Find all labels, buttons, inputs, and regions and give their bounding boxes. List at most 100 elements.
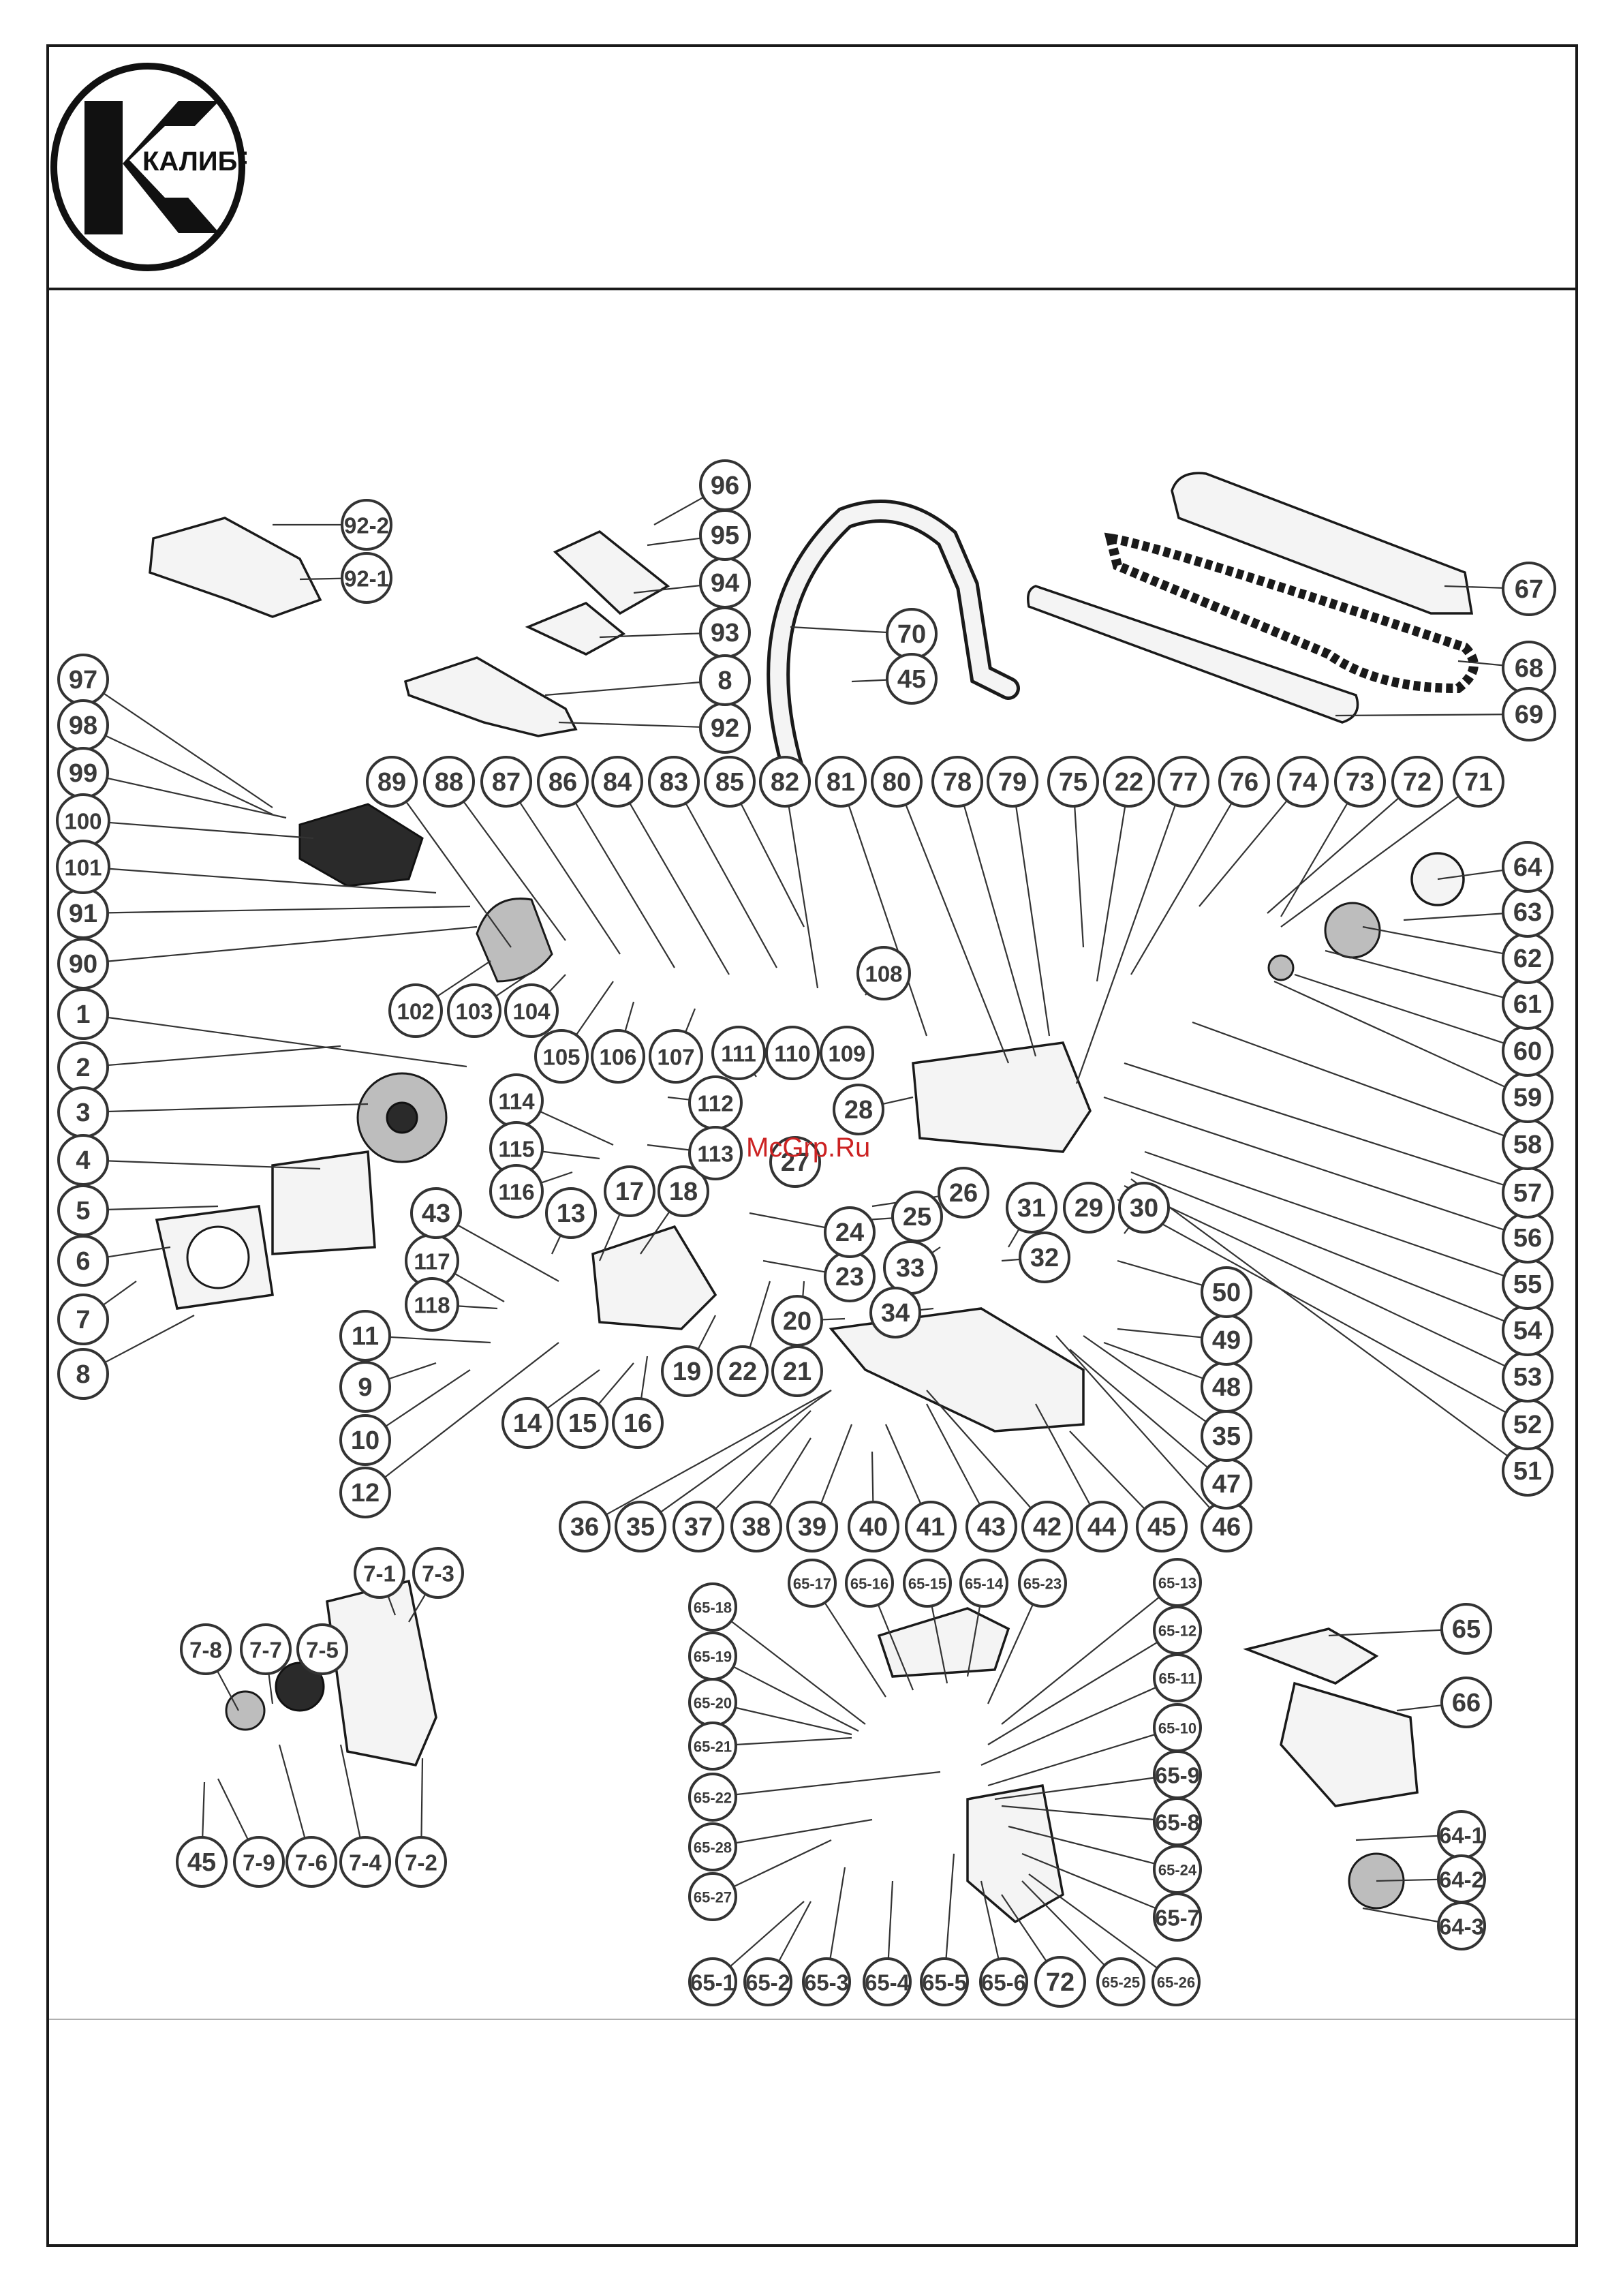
- part-callout-78: 78: [931, 756, 983, 808]
- leader-line-65-11: [980, 1686, 1157, 1766]
- part-callout-65-8: 65-8: [1153, 1797, 1202, 1846]
- leader-line-72: [1267, 797, 1400, 914]
- part-callout-21: 21: [771, 1345, 823, 1397]
- leader-line-43: [926, 1403, 981, 1505]
- part-callout-65-15: 65-15: [903, 1559, 952, 1608]
- leader-line-6: [107, 1246, 171, 1258]
- leader-line-80: [905, 804, 1010, 1064]
- leader-line-78: [963, 805, 1037, 1057]
- leader-line-83: [685, 802, 777, 968]
- part-callout-48: 48: [1201, 1361, 1252, 1413]
- part-callout-73: 73: [1334, 756, 1386, 808]
- leader-line-8: [104, 1315, 195, 1364]
- leader-line-71: [1280, 795, 1459, 928]
- part-number-label: 54: [1513, 1317, 1542, 1345]
- part-number-label: 37: [684, 1513, 713, 1542]
- leader-line-33: [931, 1246, 941, 1254]
- part-number-label: 7-2: [405, 1850, 437, 1876]
- part-number-label: 66: [1452, 1689, 1481, 1717]
- leader-line-88: [463, 801, 566, 941]
- part-callout-67: 67: [1502, 562, 1556, 616]
- part-callout-35: 35: [615, 1501, 666, 1552]
- part-callout-9: 9: [339, 1361, 391, 1413]
- part-callout-65-16: 65-16: [845, 1559, 894, 1608]
- part-number-label: 113: [697, 1142, 733, 1167]
- part-callout-14: 14: [501, 1397, 553, 1449]
- leader-line-113: [647, 1144, 690, 1151]
- leader-line-42: [926, 1390, 1032, 1509]
- part-number-label: 99: [69, 759, 97, 788]
- leader-line-39: [820, 1424, 853, 1504]
- part-callout-100: 100: [56, 793, 110, 848]
- leader-line-92: [558, 721, 701, 728]
- part-number-label: 72: [1046, 1968, 1075, 1997]
- part-number-label: 81: [826, 768, 855, 797]
- leader-line-97: [103, 692, 273, 808]
- part-number-label: 7-8: [189, 1638, 222, 1663]
- leader-line-112: [667, 1096, 690, 1101]
- part-callout-35: 35: [1201, 1410, 1252, 1462]
- part-number-label: 7-4: [349, 1850, 382, 1876]
- part-number-label: 56: [1513, 1224, 1542, 1253]
- leader-line-102: [437, 960, 491, 997]
- part-number-label: 65-23: [1023, 1576, 1062, 1593]
- leader-line-28: [882, 1096, 914, 1105]
- part-callout-65-24: 65-24: [1153, 1845, 1202, 1894]
- part-callout-65: 65: [1440, 1603, 1492, 1655]
- part-callout-79: 79: [987, 756, 1038, 808]
- leader-line-100: [108, 821, 314, 840]
- part-number-label: 78: [943, 768, 972, 797]
- part-number-label: 106: [599, 1045, 636, 1070]
- part-callout-47: 47: [1201, 1458, 1252, 1510]
- part-number-label: 89: [377, 768, 406, 797]
- part-number-label: 65-11: [1158, 1670, 1196, 1687]
- part-number-label: 71: [1464, 768, 1493, 797]
- leader-lines: [102, 496, 1509, 1969]
- part-callout-91: 91: [57, 887, 109, 939]
- part-number-label: 59: [1513, 1084, 1542, 1112]
- part-callout-10: 10: [339, 1414, 391, 1466]
- part-number-label: 35: [1212, 1422, 1241, 1451]
- part-number-label: 117: [414, 1249, 450, 1274]
- leader-line-65: [1328, 1629, 1442, 1637]
- part-callout-12: 12: [339, 1467, 391, 1518]
- part-callout-65-10: 65-10: [1153, 1703, 1202, 1752]
- part-number-label: 82: [771, 768, 799, 797]
- part-callout-43: 43: [410, 1187, 462, 1239]
- leader-line-82: [788, 806, 819, 989]
- part-callout-99: 99: [57, 747, 109, 799]
- part-number-label: 88: [435, 768, 463, 797]
- part-callout-54: 54: [1502, 1304, 1554, 1356]
- part-number-label: 53: [1513, 1363, 1542, 1392]
- part-callout-85: 85: [704, 756, 756, 808]
- part-callout-65-23: 65-23: [1018, 1559, 1067, 1608]
- leader-line-7-6: [278, 1744, 306, 1839]
- part-callout-92-2: 92-2: [341, 499, 392, 551]
- part-number-label: 100: [64, 809, 102, 834]
- part-callout-87: 87: [480, 756, 532, 808]
- leader-line-76: [1130, 802, 1233, 975]
- part-number-label: 6: [76, 1247, 90, 1276]
- leader-line-12: [384, 1342, 559, 1478]
- part-number-label: 73: [1346, 768, 1374, 797]
- part-callout-17: 17: [604, 1165, 655, 1217]
- part-callout-69: 69: [1502, 687, 1556, 741]
- leader-line-64-3: [1362, 1907, 1439, 1923]
- part-number-label: 90: [69, 950, 97, 979]
- leader-line-65-24: [1008, 1825, 1156, 1865]
- part-number-label: 65-17: [793, 1576, 831, 1593]
- part-callout-52: 52: [1502, 1398, 1554, 1450]
- part-number-label: 65-3: [804, 1970, 849, 1995]
- part-callout-65-5: 65-5: [920, 1957, 969, 2006]
- diagram-bottom-line: [49, 2019, 1575, 2020]
- part-number-label: 46: [1212, 1513, 1241, 1542]
- leader-line-65-13: [1001, 1596, 1160, 1725]
- part-callout-50: 50: [1201, 1266, 1252, 1318]
- part-callout-74: 74: [1277, 756, 1329, 808]
- part-callout-51: 51: [1502, 1445, 1554, 1497]
- part-callout-27: 27: [769, 1136, 821, 1188]
- part-number-label: 7-7: [249, 1638, 282, 1663]
- part-number-label: 27: [781, 1148, 809, 1177]
- part-callout-65-12: 65-12: [1153, 1606, 1202, 1655]
